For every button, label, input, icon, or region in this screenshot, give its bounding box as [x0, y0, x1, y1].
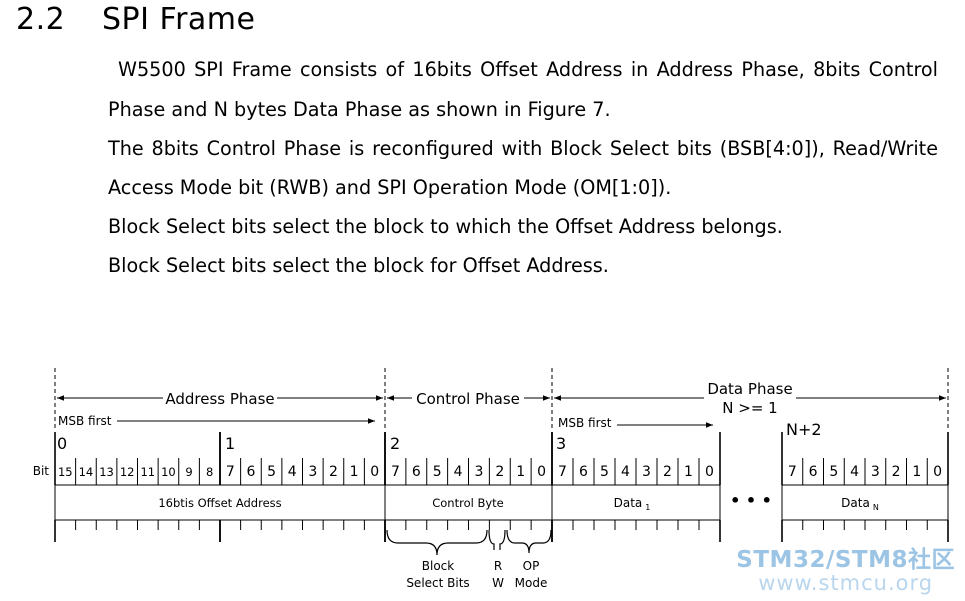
bit-label: 5 — [433, 464, 442, 480]
data-phase-label: Data Phase — [707, 380, 792, 398]
bit-label: 0 — [537, 464, 546, 480]
bit-label: 15 — [58, 465, 73, 479]
address-phase-label: Address Phase — [165, 390, 274, 408]
underside-ticks — [54, 520, 949, 542]
bit-label: 2 — [329, 464, 338, 480]
section-title: SPI Frame — [102, 2, 256, 37]
bit-label: 11 — [140, 465, 155, 479]
op-mode-label-2: Mode — [515, 576, 548, 590]
bit-label: 1 — [350, 464, 359, 480]
byte-number-3: 3 — [556, 434, 566, 453]
spi-frame-diagram: Address Phase Control Phase Data Phase N… — [33, 368, 949, 590]
bit-label: 7 — [558, 464, 567, 480]
bit-label: 8 — [206, 465, 213, 479]
bit-label: 5 — [600, 464, 609, 480]
phase-arrows — [57, 395, 946, 428]
bit-label: 0 — [933, 464, 942, 480]
bit-label: 1 — [912, 464, 921, 480]
bit-label: 4 — [621, 464, 630, 480]
paragraph-line-6: Block Select bits select the block for O… — [108, 254, 609, 277]
paragraph-line-1: W5500 SPI Frame consists of 16bits Offse… — [118, 58, 938, 81]
bit-label: 6 — [412, 464, 421, 480]
watermark: STM32/STM8社区 www.stmcu.org — [736, 540, 955, 595]
paragraph-line-2: Phase and N bytes Data Phase as shown in… — [108, 98, 611, 121]
watermark-brand: STM32/STM8社区 — [736, 547, 955, 573]
section-heading: 2.2 SPI Frame — [16, 0, 256, 40]
byte-number-1: 1 — [225, 434, 235, 453]
watermark-url: www.stmcu.org — [758, 571, 934, 595]
section-number: 2.2 — [16, 2, 66, 37]
paragraph-line-3: The 8bits Control Phase is reconfigured … — [108, 137, 938, 160]
bit-label: 1 — [684, 464, 693, 480]
byte-number-0: 0 — [57, 434, 67, 453]
bit-label: 9 — [185, 465, 192, 479]
paragraph-line-5: Block Select bits select the block to wh… — [108, 215, 783, 238]
msb-first-label-address: MSB first — [58, 414, 112, 428]
op-mode-label-1: OP — [523, 559, 540, 573]
bit-label: 4 — [454, 464, 463, 480]
bit-label: 2 — [892, 464, 901, 480]
field-boxes — [54, 484, 949, 521]
bit-label: 3 — [642, 464, 651, 480]
bit-label: 7 — [788, 464, 797, 480]
offset-address-field: 16btis Offset Address — [158, 496, 281, 510]
block-select-label-1: Block — [422, 559, 455, 573]
bit-label: 0 — [705, 464, 714, 480]
bit-label: 13 — [99, 465, 114, 479]
bit-label: 7 — [226, 464, 235, 480]
bit-ticks — [54, 432, 949, 485]
ellipsis: • • • — [730, 491, 772, 510]
bit-label: 6 — [246, 464, 255, 480]
bit-label: 6 — [579, 464, 588, 480]
bit-label: 4 — [850, 464, 859, 480]
bit-label: 10 — [161, 465, 176, 479]
bit-label: 6 — [809, 464, 818, 480]
bit-label: 5 — [829, 464, 838, 480]
block-select-label-2: Select Bits — [406, 576, 469, 590]
control-phase-label: Control Phase — [416, 390, 520, 408]
bit-label: 3 — [871, 464, 880, 480]
rw-label-1: R — [494, 559, 502, 573]
paragraph-line-4: Access Mode bit (RWB) and SPI Operation … — [108, 176, 672, 199]
bit-row-label: Bit — [33, 464, 50, 478]
bit-label: 14 — [79, 465, 94, 479]
control-byte-braces — [386, 529, 552, 556]
bit-label: 0 — [370, 464, 379, 480]
msb-first-label-data: MSB first — [558, 416, 612, 430]
bit-label: 4 — [288, 464, 297, 480]
control-byte-field: Control Byte — [432, 496, 504, 510]
byte-number-2: 2 — [390, 434, 400, 453]
bit-label: 2 — [495, 464, 504, 480]
bit-label: 12 — [120, 465, 135, 479]
bit-label: 3 — [308, 464, 317, 480]
bit-label: 7 — [391, 464, 400, 480]
bit-label: 2 — [663, 464, 672, 480]
byte-number-n2: N+2 — [786, 420, 822, 439]
phase-boundaries — [54, 368, 949, 430]
bit-label: 5 — [267, 464, 276, 480]
rw-label-2: W — [492, 576, 504, 590]
bit-label: 1 — [516, 464, 525, 480]
data-phase-count: N >= 1 — [722, 399, 777, 417]
bit-label: 3 — [474, 464, 483, 480]
